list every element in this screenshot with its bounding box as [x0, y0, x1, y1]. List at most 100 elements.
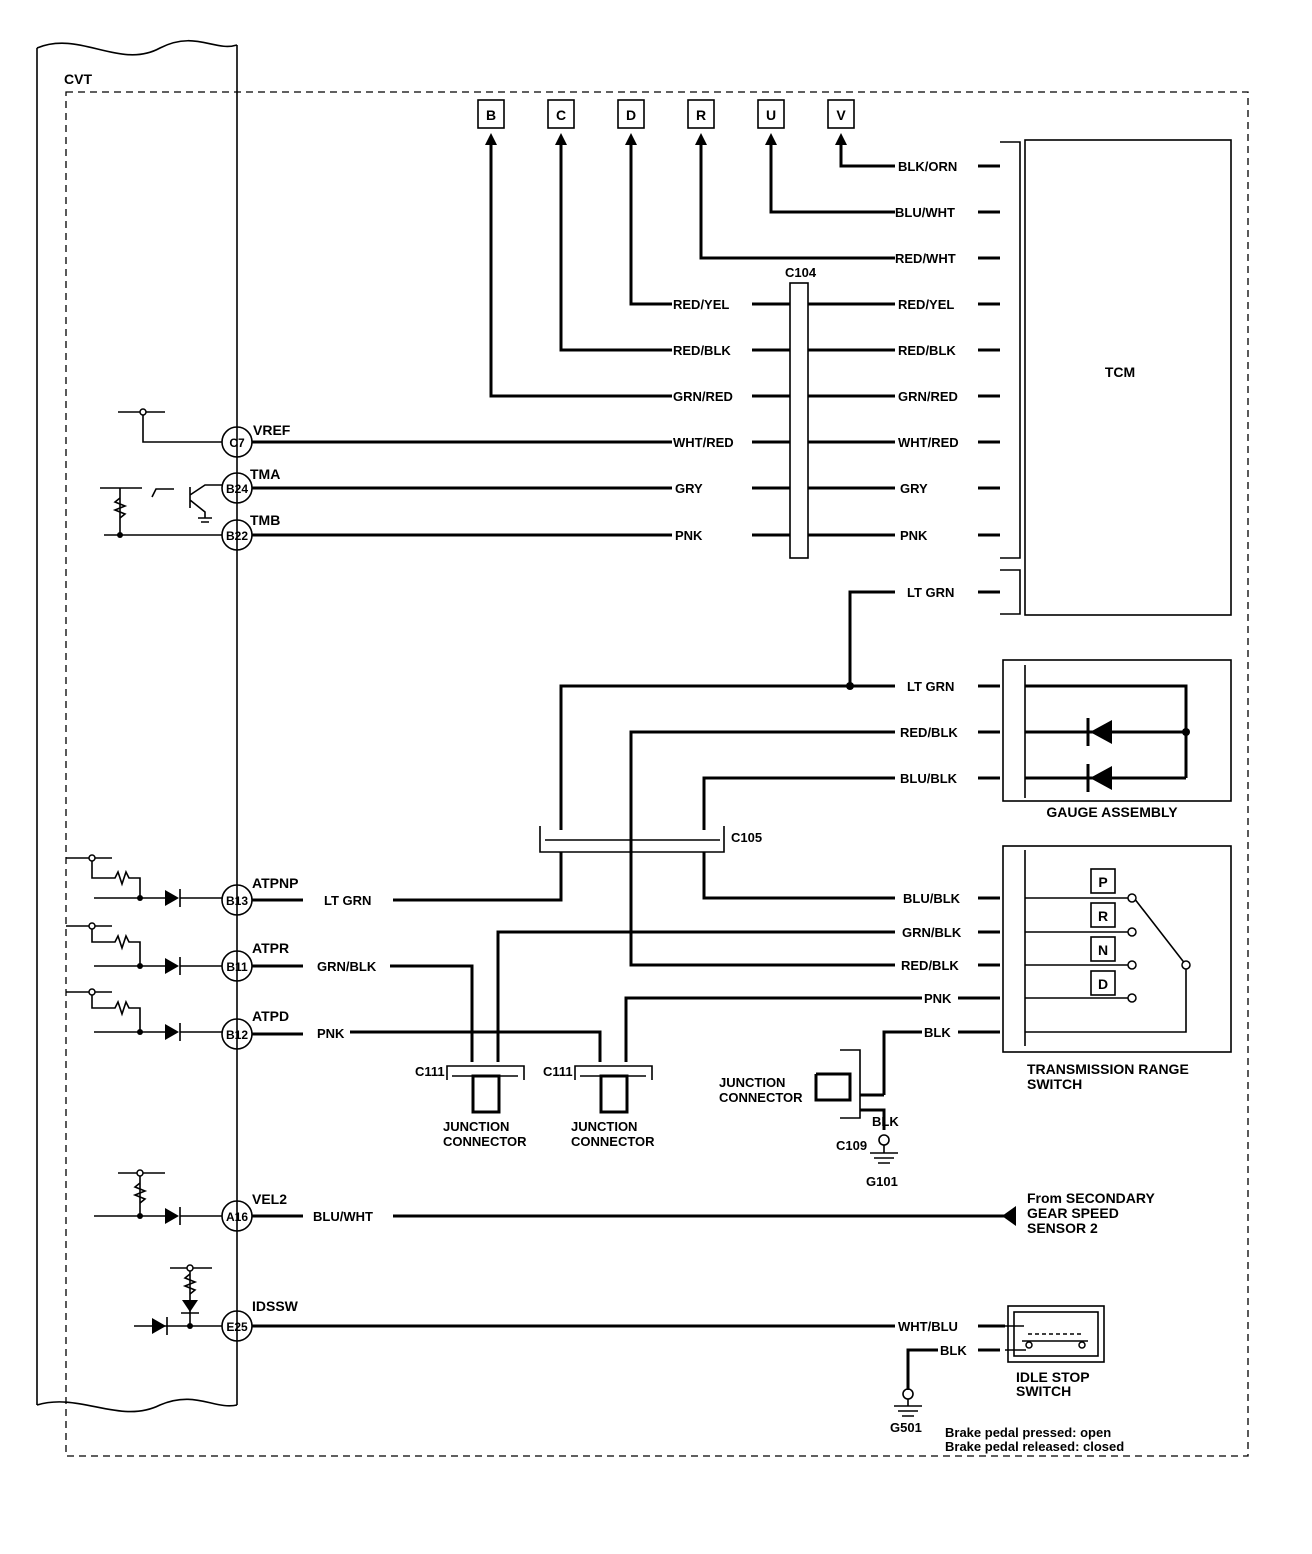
ground-g501: BLK G501: [890, 1343, 1000, 1435]
ltgrn-wiring: LT GRN LT GRN RED/BLK BLU/BLK: [559, 585, 1000, 965]
svg-text:JUNCTION: JUNCTION: [719, 1075, 785, 1090]
c105-connector: C105: [539, 826, 762, 853]
svg-text:GRN/RED: GRN/RED: [898, 389, 958, 404]
cvt-block: CVT: [36, 39, 238, 1413]
dashed-boundary: [65, 91, 1249, 1457]
svg-text:C104: C104: [785, 265, 817, 280]
svg-text:RED/BLK: RED/BLK: [901, 958, 959, 973]
svg-text:From SECONDARY: From SECONDARY: [1027, 1190, 1155, 1206]
svg-text:ATPR: ATPR: [252, 940, 289, 956]
svg-text:RED/BLK: RED/BLK: [673, 343, 731, 358]
svg-text:B22: B22: [226, 529, 248, 543]
wire-label-red-wht: RED/WHT: [895, 251, 956, 266]
svg-text:G101: G101: [866, 1174, 898, 1189]
gauge-assembly: GAUGE ASSEMBLY: [1002, 659, 1232, 820]
svg-text:U: U: [766, 107, 776, 123]
svg-text:B12: B12: [226, 1028, 248, 1042]
svg-text:D: D: [626, 107, 636, 123]
pin-b24-b22: B24 TMA GRY GRY B22 TMB PNK PNK: [100, 466, 1000, 551]
brake-note: Brake pedal pressed: open Brake pedal re…: [945, 1425, 1124, 1454]
svg-text:ATPNP: ATPNP: [252, 875, 298, 891]
svg-text:R: R: [696, 107, 706, 123]
svg-text:PNK: PNK: [675, 528, 703, 543]
tcm-module: TCM: [1000, 139, 1232, 616]
svg-text:RED/YEL: RED/YEL: [673, 297, 729, 312]
svg-text:P: P: [1098, 874, 1107, 890]
wire-label-blk-orn: BLK/ORN: [898, 159, 957, 174]
svg-text:V: V: [836, 107, 846, 123]
connector-u: U: [757, 99, 785, 145]
svg-text:C111: C111: [543, 1064, 573, 1079]
svg-text:LT GRN: LT GRN: [907, 679, 954, 694]
svg-text:WHT/RED: WHT/RED: [898, 435, 959, 450]
svg-text:C105: C105: [731, 830, 762, 845]
wire-label-blu-wht: BLU/WHT: [895, 205, 955, 220]
svg-text:N: N: [1098, 942, 1108, 958]
svg-text:R: R: [1098, 908, 1108, 924]
junction-connector-c109: JUNCTION CONNECTOR BLK C109 G101: [719, 1049, 899, 1189]
tcm-label: TCM: [1105, 364, 1135, 380]
svg-text:JUNCTION: JUNCTION: [443, 1119, 509, 1134]
svg-text:BLK: BLK: [940, 1343, 967, 1358]
junction-connector-1: C111 JUNCTION CONNECTOR: [415, 1064, 527, 1149]
idle-stop-switch: IDLE STOP SWITCH: [1005, 1305, 1105, 1399]
svg-text:RED/YEL: RED/YEL: [898, 297, 954, 312]
connector-r: R: [687, 99, 715, 145]
svg-text:GRY: GRY: [900, 481, 928, 496]
svg-text:IDSSW: IDSSW: [252, 1298, 299, 1314]
pin-b12: B12 ATPD PNK: [66, 988, 602, 1062]
connector-c: C: [547, 99, 575, 145]
svg-text:PNK: PNK: [924, 991, 952, 1006]
svg-text:SWITCH: SWITCH: [1016, 1383, 1071, 1399]
svg-text:CONNECTOR: CONNECTOR: [443, 1134, 527, 1149]
svg-text:ATPD: ATPD: [252, 1008, 289, 1024]
pin-b11: B11 ATPR GRN/BLK: [66, 922, 474, 1062]
svg-text:C109: C109: [836, 1138, 867, 1153]
svg-text:GEAR SPEED: GEAR SPEED: [1027, 1205, 1119, 1221]
svg-text:LT GRN: LT GRN: [907, 585, 954, 600]
svg-text:PNK: PNK: [900, 528, 928, 543]
connector-d: D: [617, 99, 645, 145]
connector-b: B: [477, 99, 505, 145]
svg-text:G501: G501: [890, 1420, 922, 1435]
svg-text:GRY: GRY: [675, 481, 703, 496]
svg-text:SENSOR 2: SENSOR 2: [1027, 1220, 1098, 1236]
svg-text:LT GRN: LT GRN: [324, 893, 371, 908]
svg-text:A16: A16: [226, 1210, 248, 1224]
svg-text:CONNECTOR: CONNECTOR: [571, 1134, 655, 1149]
svg-text:SWITCH: SWITCH: [1027, 1076, 1082, 1092]
svg-text:RED/BLK: RED/BLK: [900, 725, 958, 740]
svg-text:CONNECTOR: CONNECTOR: [719, 1090, 803, 1105]
svg-text:B24: B24: [226, 482, 248, 496]
svg-text:BLK: BLK: [872, 1114, 899, 1129]
svg-text:C7: C7: [229, 436, 245, 450]
trs-wiring: BLU/BLK GRN/BLK RED/BLK PNK BLK: [496, 852, 1000, 1095]
connector-v: V: [827, 99, 855, 145]
c104-connector: C104: [785, 265, 817, 559]
pin-e25: E25 IDSSW WHT/BLU: [134, 1264, 1005, 1342]
svg-text:WHT/RED: WHT/RED: [673, 435, 734, 450]
svg-text:E25: E25: [226, 1320, 248, 1334]
svg-text:C: C: [556, 107, 566, 123]
svg-text:GRN/RED: GRN/RED: [673, 389, 733, 404]
svg-text:B11: B11: [226, 960, 248, 974]
svg-text:BLU/WHT: BLU/WHT: [313, 1209, 373, 1224]
svg-text:GRN/BLK: GRN/BLK: [317, 959, 377, 974]
cvt-label: CVT: [64, 71, 92, 87]
top-wires: BLK/ORN BLU/WHT RED/WHT RED/YEL RED/YEL …: [489, 145, 1000, 404]
top-connectors: B C D R U V: [477, 99, 855, 145]
svg-text:GRN/BLK: GRN/BLK: [902, 925, 962, 940]
svg-text:TMA: TMA: [250, 466, 280, 482]
svg-text:C111: C111: [415, 1064, 445, 1079]
junction-connector-2: C111 JUNCTION CONNECTOR: [543, 1064, 655, 1149]
svg-text:VREF: VREF: [253, 422, 291, 438]
svg-text:BLU/BLK: BLU/BLK: [903, 891, 961, 906]
pin-b13: B13 ATPNP LT GRN: [66, 852, 563, 916]
svg-text:RED/BLK: RED/BLK: [898, 343, 956, 358]
transmission-range-switch: P R N D TRANSMISSION RANGE SWITCH: [1002, 845, 1232, 1092]
svg-text:D: D: [1098, 976, 1108, 992]
svg-text:TMB: TMB: [250, 512, 280, 528]
svg-text:Brake pedal pressed: open: Brake pedal pressed: open: [945, 1425, 1111, 1440]
svg-text:JUNCTION: JUNCTION: [571, 1119, 637, 1134]
